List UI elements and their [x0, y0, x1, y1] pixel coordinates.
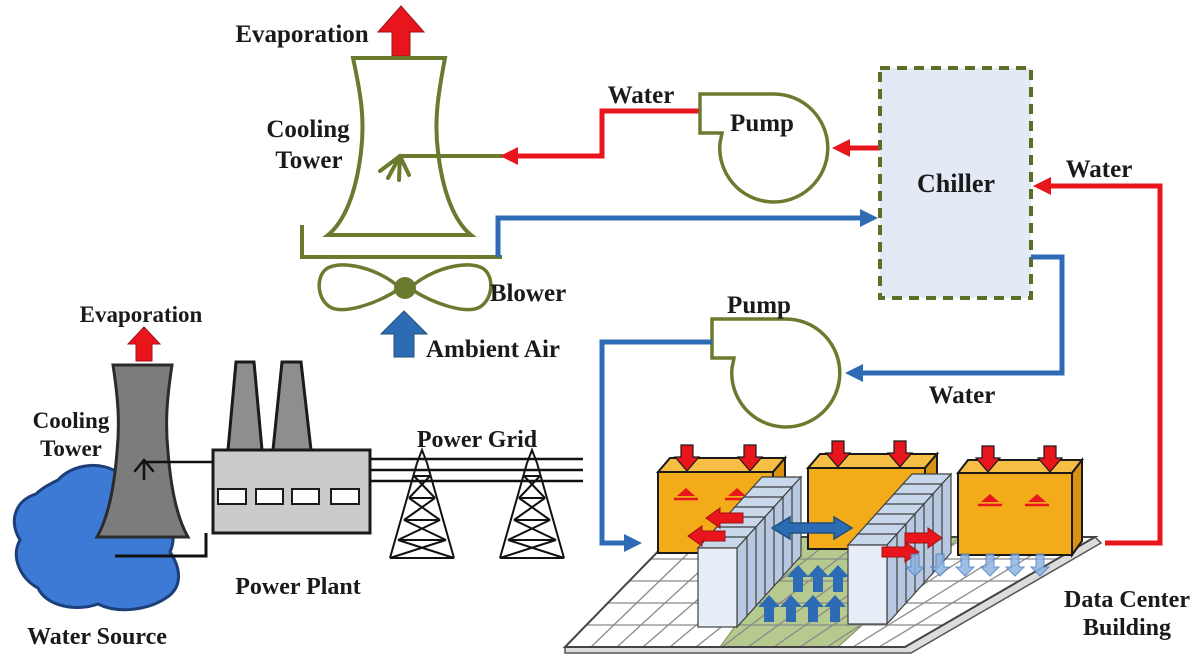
condenser-pump-label: Pump [730, 110, 794, 137]
pipe-arrowhead [845, 364, 863, 382]
chilled-pump [710, 317, 842, 429]
chiller-label: Chiller [917, 169, 995, 198]
cooling-tower-shell [322, 56, 477, 237]
data-center: Data Center Building [562, 440, 1190, 654]
water-source-label: Water Source [27, 624, 167, 650]
pipe-cold-chiller-to-pump [859, 254, 1065, 376]
pipe-arrowhead [860, 209, 878, 227]
plant-tower-label-line2: Tower [40, 436, 102, 461]
pipe-arrowhead [624, 534, 642, 552]
evaporation-label: Evaporation [80, 302, 203, 327]
chiller-box [878, 66, 1033, 300]
pipe-hot-pump-to-tower [516, 108, 700, 159]
water-spray-icon [378, 154, 504, 182]
plant-chimney [226, 360, 264, 452]
evaporation-arrow-icon [376, 5, 426, 57]
return-water-label: Water [1066, 156, 1133, 183]
raised-floor-outline [562, 536, 1099, 648]
chilled-loop: Water Pump [599, 254, 1065, 552]
blower-fan-icon [317, 263, 493, 312]
cooling-tower-label-line1: Cooling [266, 116, 350, 143]
pipe-arrowhead [832, 139, 850, 157]
power-grid-label: Power Grid [417, 427, 538, 453]
blower-label: Blower [490, 280, 566, 307]
air-exchange-arrow-icon [770, 515, 854, 541]
plant-cooling-tower [94, 363, 191, 539]
data-center-label-line2: Building [1083, 615, 1171, 641]
cooling-tower-label-line2: Tower [275, 147, 342, 174]
plant-spray-icon [133, 458, 216, 481]
tower-basin [300, 225, 502, 259]
chiller-unit: Chiller Water [878, 66, 1163, 546]
transmission-pylon-icon [499, 449, 565, 559]
ambient-air-label: Ambient Air [426, 336, 560, 363]
plant-tower-label-line1: Cooling [33, 408, 110, 433]
crac-unit-3 [955, 457, 1085, 559]
plant-water-pipe [115, 533, 208, 558]
pipe-cold-tower-to-chiller [495, 215, 862, 257]
evaporation-label: Evaporation [235, 21, 368, 48]
pipe-arrowhead [500, 147, 518, 165]
transmission-pylon-icon [389, 449, 455, 559]
supply-water-label: Water [929, 382, 996, 409]
condenser-water-label: Water [608, 82, 675, 109]
plant-window [291, 488, 320, 505]
power-section: Evaporation Water Source Cooling Tower P… [12, 302, 583, 650]
power-plant-label: Power Plant [235, 574, 361, 600]
plant-window [255, 488, 284, 505]
chilled-pump-label: Pump [727, 292, 791, 319]
pipe-arrowhead [1033, 177, 1051, 195]
pipe-cold-pump-to-datacenter [599, 339, 712, 546]
pipe-hot-datacenter-to-chiller [1049, 183, 1163, 546]
evaporation-arrow-icon [126, 326, 162, 362]
ambient-air-arrow-icon [379, 310, 429, 358]
data-center-label-line1: Data Center [1064, 587, 1190, 613]
plant-window [217, 488, 247, 505]
condenser-loop: Evaporation Cooling Tower Blower Ambient… [235, 5, 880, 363]
condenser-pump [698, 92, 830, 204]
plant-window [330, 488, 360, 505]
power-lines [370, 457, 583, 483]
plant-chimney [271, 360, 313, 452]
